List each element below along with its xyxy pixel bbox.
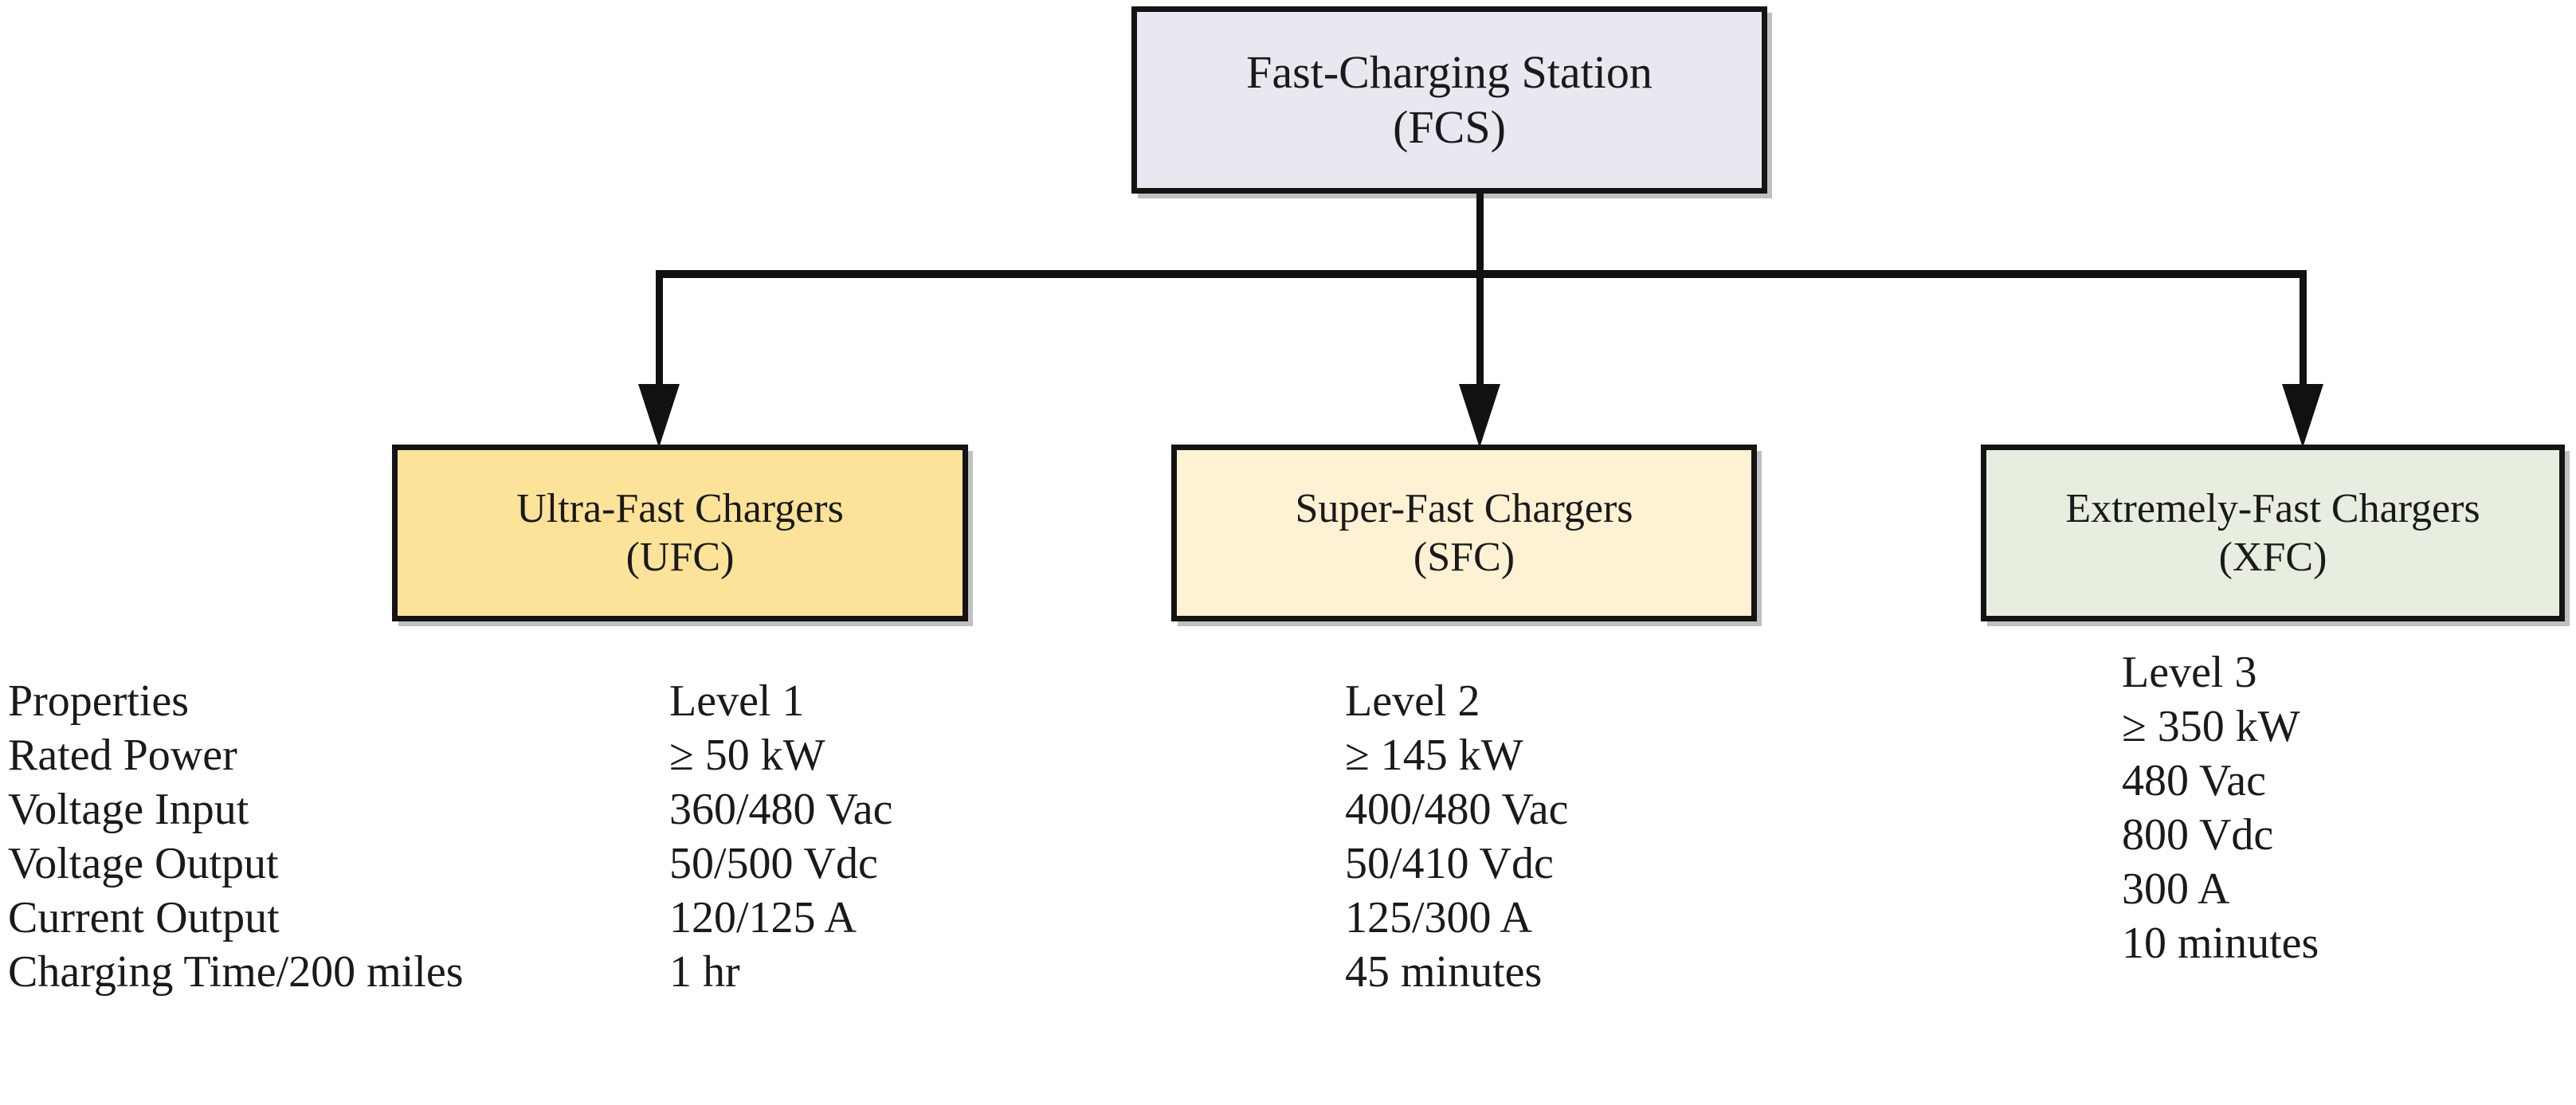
value-column-xfc: Level 3 ≥ 350 kW 480 Vac 800 Vdc 300 A 1…: [2122, 645, 2319, 970]
node-fcs-abbrev: (FCS): [1393, 100, 1506, 153]
property-label: Rated Power: [8, 731, 237, 780]
connector-drop-to-ufc: [656, 270, 663, 387]
value-cell: ≥ 50 kW: [669, 731, 825, 780]
value-column-sfc: Level 2 ≥ 145 kW 400/480 Vac 50/410 Vdc …: [1345, 674, 1569, 999]
property-label: Properties: [8, 676, 190, 726]
value-cell: 50/410 Vdc: [1345, 839, 1554, 888]
value-cell: 480 Vac: [2122, 756, 2266, 805]
node-sfc-title: Super-Fast Chargers: [1295, 485, 1633, 531]
value-cell: ≥ 145 kW: [1345, 731, 1523, 780]
value-cell: 1 hr: [669, 947, 740, 997]
value-cell: 800 Vdc: [2122, 810, 2274, 860]
value-cell: 400/480 Vac: [1345, 785, 1569, 834]
node-fcs-title: Fast-Charging Station: [1246, 46, 1653, 99]
arrowhead-sfc-icon: [1459, 384, 1500, 448]
node-sfc-abbrev: (SFC): [1413, 535, 1515, 580]
property-label-column: Properties Rated Power Voltage Input Vol…: [8, 674, 463, 999]
node-fast-charging-station[interactable]: Fast-Charging Station (FCS): [1131, 6, 1767, 194]
arrowhead-xfc-icon: [2282, 384, 2323, 448]
property-label: Current Output: [8, 893, 280, 942]
connector-drop-to-xfc: [2300, 270, 2307, 387]
value-cell: 125/300 A: [1345, 893, 1532, 942]
value-cell: Level 3: [2122, 648, 2257, 697]
node-xfc-title: Extremely-Fast Chargers: [2065, 485, 2480, 531]
value-cell: 360/480 Vac: [669, 785, 893, 834]
node-xfc-abbrev: (XFC): [2218, 535, 2327, 580]
value-cell: Level 2: [1345, 676, 1480, 726]
property-label: Voltage Output: [8, 839, 279, 888]
value-cell: 10 minutes: [2122, 919, 2319, 968]
arrowhead-ufc-icon: [638, 384, 680, 448]
property-label: Voltage Input: [8, 785, 249, 834]
value-cell: ≥ 350 kW: [2122, 702, 2300, 751]
value-column-ufc: Level 1 ≥ 50 kW 360/480 Vac 50/500 Vdc 1…: [669, 674, 893, 999]
value-cell: 300 A: [2122, 864, 2230, 914]
node-ufc-title: Ultra-Fast Chargers: [516, 485, 844, 531]
connector-drop-to-sfc: [1476, 270, 1484, 387]
node-ultra-fast-chargers[interactable]: Ultra-Fast Chargers (UFC): [392, 445, 968, 621]
value-cell: Level 1: [669, 676, 805, 726]
property-label: Charging Time/200 miles: [8, 947, 464, 997]
connector-root-stem: [1476, 194, 1484, 276]
node-ufc-abbrev: (UFC): [625, 535, 735, 580]
value-cell: 120/125 A: [669, 893, 857, 942]
value-cell: 50/500 Vdc: [669, 839, 878, 888]
value-cell: 45 minutes: [1345, 947, 1543, 997]
node-super-fast-chargers[interactable]: Super-Fast Chargers (SFC): [1171, 445, 1757, 621]
node-extremely-fast-chargers[interactable]: Extremely-Fast Chargers (XFC): [1981, 445, 2565, 621]
